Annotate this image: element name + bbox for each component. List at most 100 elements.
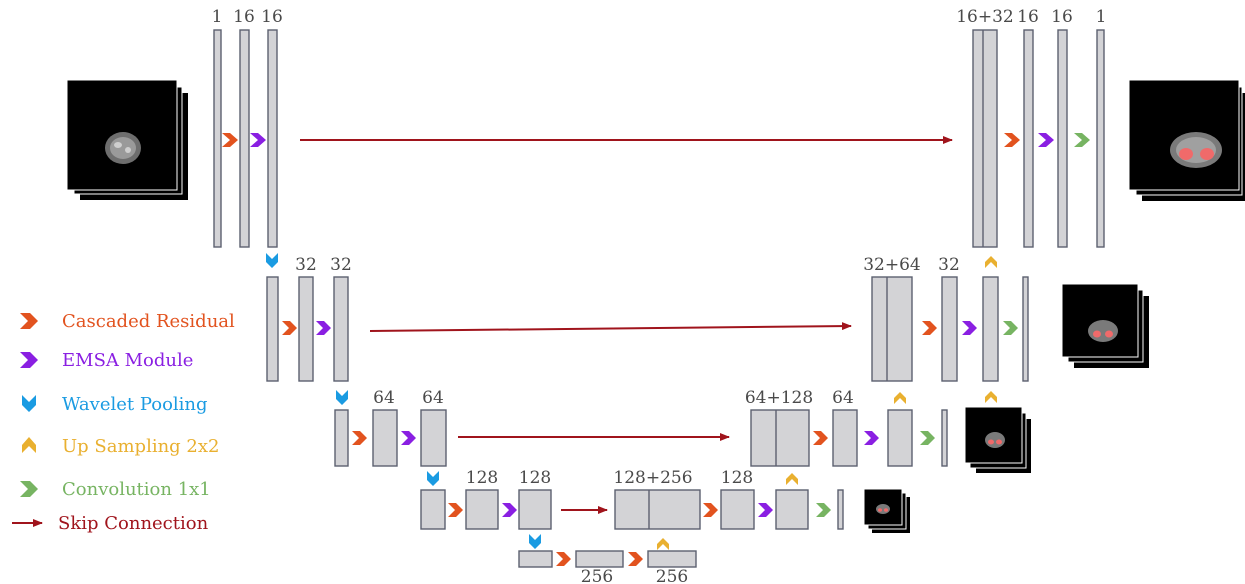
cascaded-residual-icon (282, 321, 297, 335)
dec4-concat-block (615, 490, 700, 529)
emsa-module-icon (758, 503, 773, 517)
dec4-block-4 (838, 490, 843, 529)
enc1-label-1: 1 (212, 7, 223, 27)
dec4-block-3 (776, 490, 808, 529)
dec1-label-4: 1 (1096, 7, 1107, 27)
wavelet-pooling-icon (22, 395, 36, 412)
up-sampling-icon (22, 437, 36, 453)
dec4-label-1: 128+256 (613, 468, 692, 488)
enc4-label-2: 128 (519, 468, 551, 488)
bottleneck-block-1 (519, 551, 552, 567)
cascaded-residual-icon (1004, 133, 1020, 147)
dec2-label-2: 32 (938, 255, 960, 275)
dec3-label-2: 64 (832, 388, 854, 408)
enc2-block-3 (334, 277, 348, 381)
dec1-block-2 (1024, 30, 1033, 247)
enc1-block-1 (214, 30, 221, 247)
cascaded-residual-icon (556, 552, 571, 566)
convolution-icon (920, 431, 935, 445)
emsa-module-icon (1038, 133, 1054, 147)
emsa-module-icon (20, 352, 38, 368)
cascaded-residual-icon (703, 503, 718, 517)
dec1-label-2: 16 (1017, 7, 1039, 27)
cascaded-residual-icon (448, 503, 463, 517)
legend-label-emsa-module: EMSA Module (62, 350, 193, 371)
emsa-module-icon (864, 431, 879, 445)
dec3-concat-block (751, 410, 809, 466)
dec1-block-4 (1097, 30, 1104, 247)
up-sampling-icon (985, 391, 997, 403)
bottleneck-block-2 (576, 551, 623, 567)
bottleneck-block-3 (648, 551, 696, 567)
mri-input-image (67, 80, 188, 200)
dec1-label-1: 16+32 (956, 7, 1014, 27)
enc4-label-1: 128 (466, 468, 498, 488)
wavelet-pooling-icon (529, 534, 541, 549)
dec3-label-1: 64+128 (745, 388, 813, 408)
convolution-icon (1003, 321, 1018, 335)
cascaded-residual-icon (813, 431, 828, 445)
enc2-block-1 (267, 277, 278, 381)
dec1-label-3: 16 (1051, 7, 1073, 27)
legend: Cascaded Residual EMSA Module Wavelet Po… (12, 311, 235, 534)
up-sampling-icon (894, 392, 906, 404)
wavelet-pooling-icon (427, 471, 439, 486)
emsa-module-icon (250, 133, 266, 147)
cascaded-residual-icon (352, 431, 367, 445)
wavelet-pooling-icon (266, 253, 278, 268)
dec3-block-2 (833, 410, 857, 466)
bottleneck-label-2: 256 (656, 567, 688, 584)
enc3-label-1: 64 (373, 388, 395, 408)
cascaded-residual-icon (20, 313, 38, 329)
convolution-icon (816, 503, 831, 517)
enc1-block-3 (268, 30, 277, 247)
enc3-block-2 (373, 410, 397, 466)
dec3-block-4 (942, 410, 947, 466)
enc3-block-3 (421, 410, 446, 466)
up-sampling-icon (786, 473, 798, 485)
dec2-block-4 (1023, 277, 1028, 381)
enc2-label-2: 32 (330, 255, 352, 275)
dec1-block-3 (1058, 30, 1067, 247)
enc4-block-3 (519, 490, 551, 529)
enc2-label-1: 32 (295, 255, 317, 275)
enc4-block-1 (421, 490, 445, 529)
cascaded-residual-icon (222, 133, 238, 147)
dec2-label-1: 32+64 (863, 255, 921, 275)
emsa-module-icon (316, 321, 331, 335)
dec2-block-3 (983, 277, 998, 381)
segmentation-output-level3 (965, 407, 1031, 473)
dec2-concat-block (872, 277, 912, 381)
segmentation-output-level4 (864, 489, 910, 533)
emsa-module-icon (502, 503, 517, 517)
emsa-module-icon (962, 321, 977, 335)
legend-label-up-sampling: Up Sampling 2x2 (62, 436, 219, 457)
enc1-block-2 (240, 30, 249, 247)
dec4-block-2 (721, 490, 754, 529)
enc1-label-2: 16 (233, 7, 255, 27)
up-sampling-icon (657, 538, 669, 550)
bottleneck-label-1: 256 (581, 567, 613, 584)
segmentation-output-level1 (1129, 80, 1245, 201)
enc2-block-2 (299, 277, 313, 381)
cascaded-residual-icon (922, 321, 937, 335)
legend-label-convolution: Convolution 1x1 (62, 479, 211, 500)
wavelet-pooling-icon (336, 390, 348, 405)
convolution-icon (1074, 133, 1090, 147)
convolution-icon (20, 481, 38, 497)
enc4-block-2 (466, 490, 498, 529)
skip-connection-level2 (370, 326, 851, 331)
dec1-concat-block (973, 30, 997, 247)
dec2-block-2 (942, 277, 957, 381)
legend-label-skip-connection: Skip Connection (58, 513, 209, 534)
enc1-label-3: 16 (261, 7, 283, 27)
dec3-block-3 (888, 410, 912, 466)
segmentation-output-level2 (1062, 284, 1149, 368)
enc3-label-2: 64 (422, 388, 444, 408)
dec4-label-2: 128 (721, 468, 753, 488)
enc3-block-1 (335, 410, 348, 466)
legend-label-wavelet-pooling: Wavelet Pooling (62, 394, 208, 415)
up-sampling-icon (985, 256, 997, 268)
emsa-module-icon (401, 431, 416, 445)
